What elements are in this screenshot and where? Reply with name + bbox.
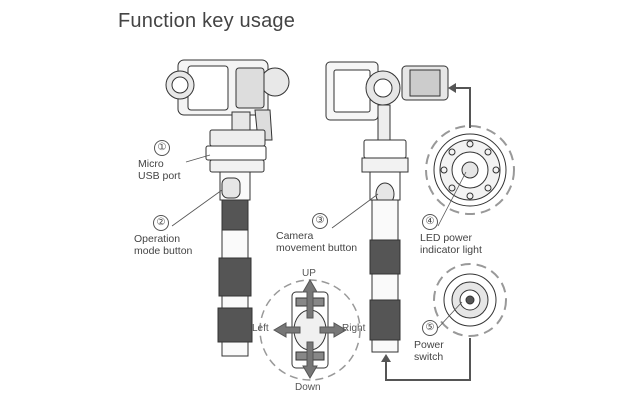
direction-up-label: UP — [302, 268, 316, 279]
callout-label-micro-usb: Micro USB port — [138, 158, 181, 182]
callout-number-4: ④ — [422, 214, 438, 230]
direction-arrows — [273, 279, 347, 379]
page-title: Function key usage — [118, 10, 296, 32]
callout-number-2: ② — [153, 215, 169, 231]
callout-1-line-2: USB port — [138, 170, 181, 182]
leader-lines — [171, 154, 467, 329]
callout-4-line-2: indicator light — [420, 244, 482, 256]
led-detail-illustration — [425, 125, 515, 215]
middle-gimbal-illustration — [325, 61, 449, 353]
callout-1-line-1: Micro — [138, 158, 164, 170]
callout-3-line-1: Camera — [276, 230, 314, 242]
callout-label-camera-movement: Camera movement button — [276, 230, 357, 254]
callout-number-5: ⑤ — [422, 320, 438, 336]
power-switch-detail-illustration — [433, 263, 507, 337]
connector-lines — [385, 87, 471, 381]
direction-left-label: Left — [252, 323, 269, 334]
callout-3-line-2: movement button — [276, 242, 358, 254]
callout-number-1: ① — [154, 140, 170, 156]
callout-2-line-2: mode button — [134, 245, 193, 257]
direction-right-label: Right — [342, 323, 366, 334]
callout-5-line-1: Power — [414, 339, 444, 351]
direction-down-label: Down — [295, 382, 321, 393]
callout-2-line-1: Operation — [134, 233, 181, 245]
left-gimbal-illustration — [165, 59, 290, 357]
callout-label-led-indicator: LED power indicator light — [420, 232, 482, 256]
callout-4-line-1: LED power — [420, 232, 472, 244]
connector-arrowheads — [381, 83, 456, 362]
callout-label-operation-mode: Operation mode button — [134, 233, 192, 257]
callout-5-line-2: switch — [414, 351, 444, 363]
callout-label-power-switch: Power switch — [414, 339, 444, 363]
callout-number-3: ③ — [312, 213, 328, 229]
